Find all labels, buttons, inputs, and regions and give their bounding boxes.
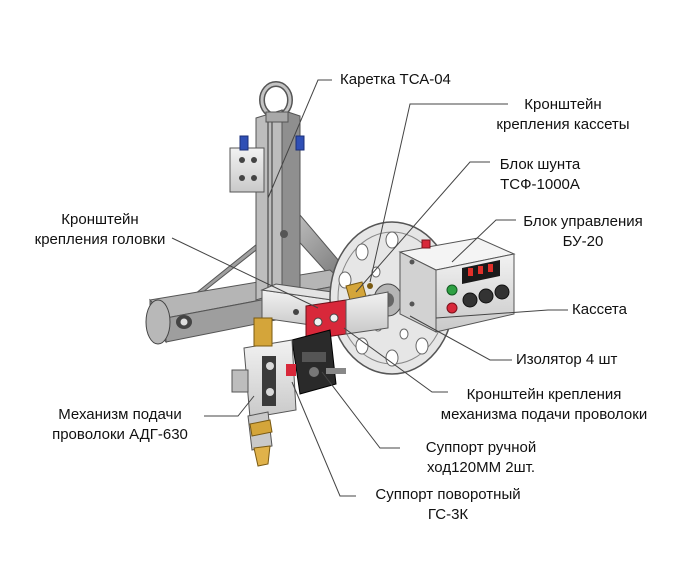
- manual-support: [291, 329, 346, 395]
- leader-feed-mechanism: [204, 395, 255, 417]
- callout-shunt-block: Блок шунта ТСФ-1000А: [480, 155, 600, 195]
- callout-control-block: Блок управления БУ-20: [508, 212, 658, 252]
- callout-feed-mechanism: Механизм подачи проволоки АДГ-630: [32, 405, 208, 445]
- callout-cassette-bracket: Кронштейн крепления кассеты: [470, 95, 656, 135]
- leader-head-bracket: [171, 237, 319, 309]
- control-block: [398, 237, 516, 333]
- callout-line: Суппорт поворотный: [375, 486, 521, 503]
- leader-control-block: [451, 219, 516, 263]
- callout-line: Кронштейн: [524, 96, 602, 113]
- callout-line: Блок шунта: [499, 156, 581, 173]
- leader-carriage: [267, 79, 332, 199]
- callout-line: Блок управления: [523, 213, 643, 230]
- leader-feed-bracket: [343, 327, 448, 393]
- leader-insulator: [409, 315, 512, 361]
- callout-head-bracket: Кронштейн крепления головки: [20, 210, 180, 250]
- callout-line: Кронштейн крепления: [466, 386, 622, 403]
- callout-insulator: Изолятор 4 шт: [516, 350, 617, 370]
- callout-feed-bracket: Кронштейн крепления механизма подачи про…: [420, 385, 668, 425]
- callout-line: БУ-20: [562, 233, 604, 250]
- callout-line: Кассета: [572, 301, 627, 318]
- callout-rotary-support: Суппорт поворотный ГС-3К: [358, 485, 538, 525]
- leader-rotary-support: [291, 381, 356, 497]
- leader-manual-support: [321, 371, 400, 449]
- callout-line: ТСФ-1000А: [500, 176, 580, 193]
- callout-line: механизма подачи проволоки: [440, 406, 648, 423]
- callout-line: Кронштейн: [61, 211, 139, 228]
- callout-cassette: Кассета: [572, 300, 627, 320]
- callout-manual-support: Суппорт ручной ход120ММ 2шт.: [400, 438, 562, 478]
- callout-line: ГС-3К: [427, 506, 469, 523]
- callout-line: ход120ММ 2шт.: [426, 459, 536, 476]
- callout-line: Каретка ТСА-04: [340, 71, 451, 88]
- leader-cassette: [435, 309, 568, 319]
- callout-line: Изолятор 4 шт: [516, 351, 618, 368]
- leader-lines: [171, 79, 568, 497]
- callout-line: крепления головки: [34, 231, 166, 248]
- callout-carriage: Каретка ТСА-04: [340, 70, 451, 90]
- callout-line: Суппорт ручной: [425, 439, 537, 456]
- callout-line: Механизм подачи: [58, 406, 182, 423]
- feed-bracket: [305, 291, 389, 341]
- feed-mechanism: [231, 317, 297, 467]
- callout-line: крепления кассеты: [496, 116, 630, 133]
- leader-shunt-block: [355, 161, 490, 293]
- callout-line: проволоки АДГ-630: [52, 426, 188, 443]
- leader-cassette-bracket: [369, 103, 508, 283]
